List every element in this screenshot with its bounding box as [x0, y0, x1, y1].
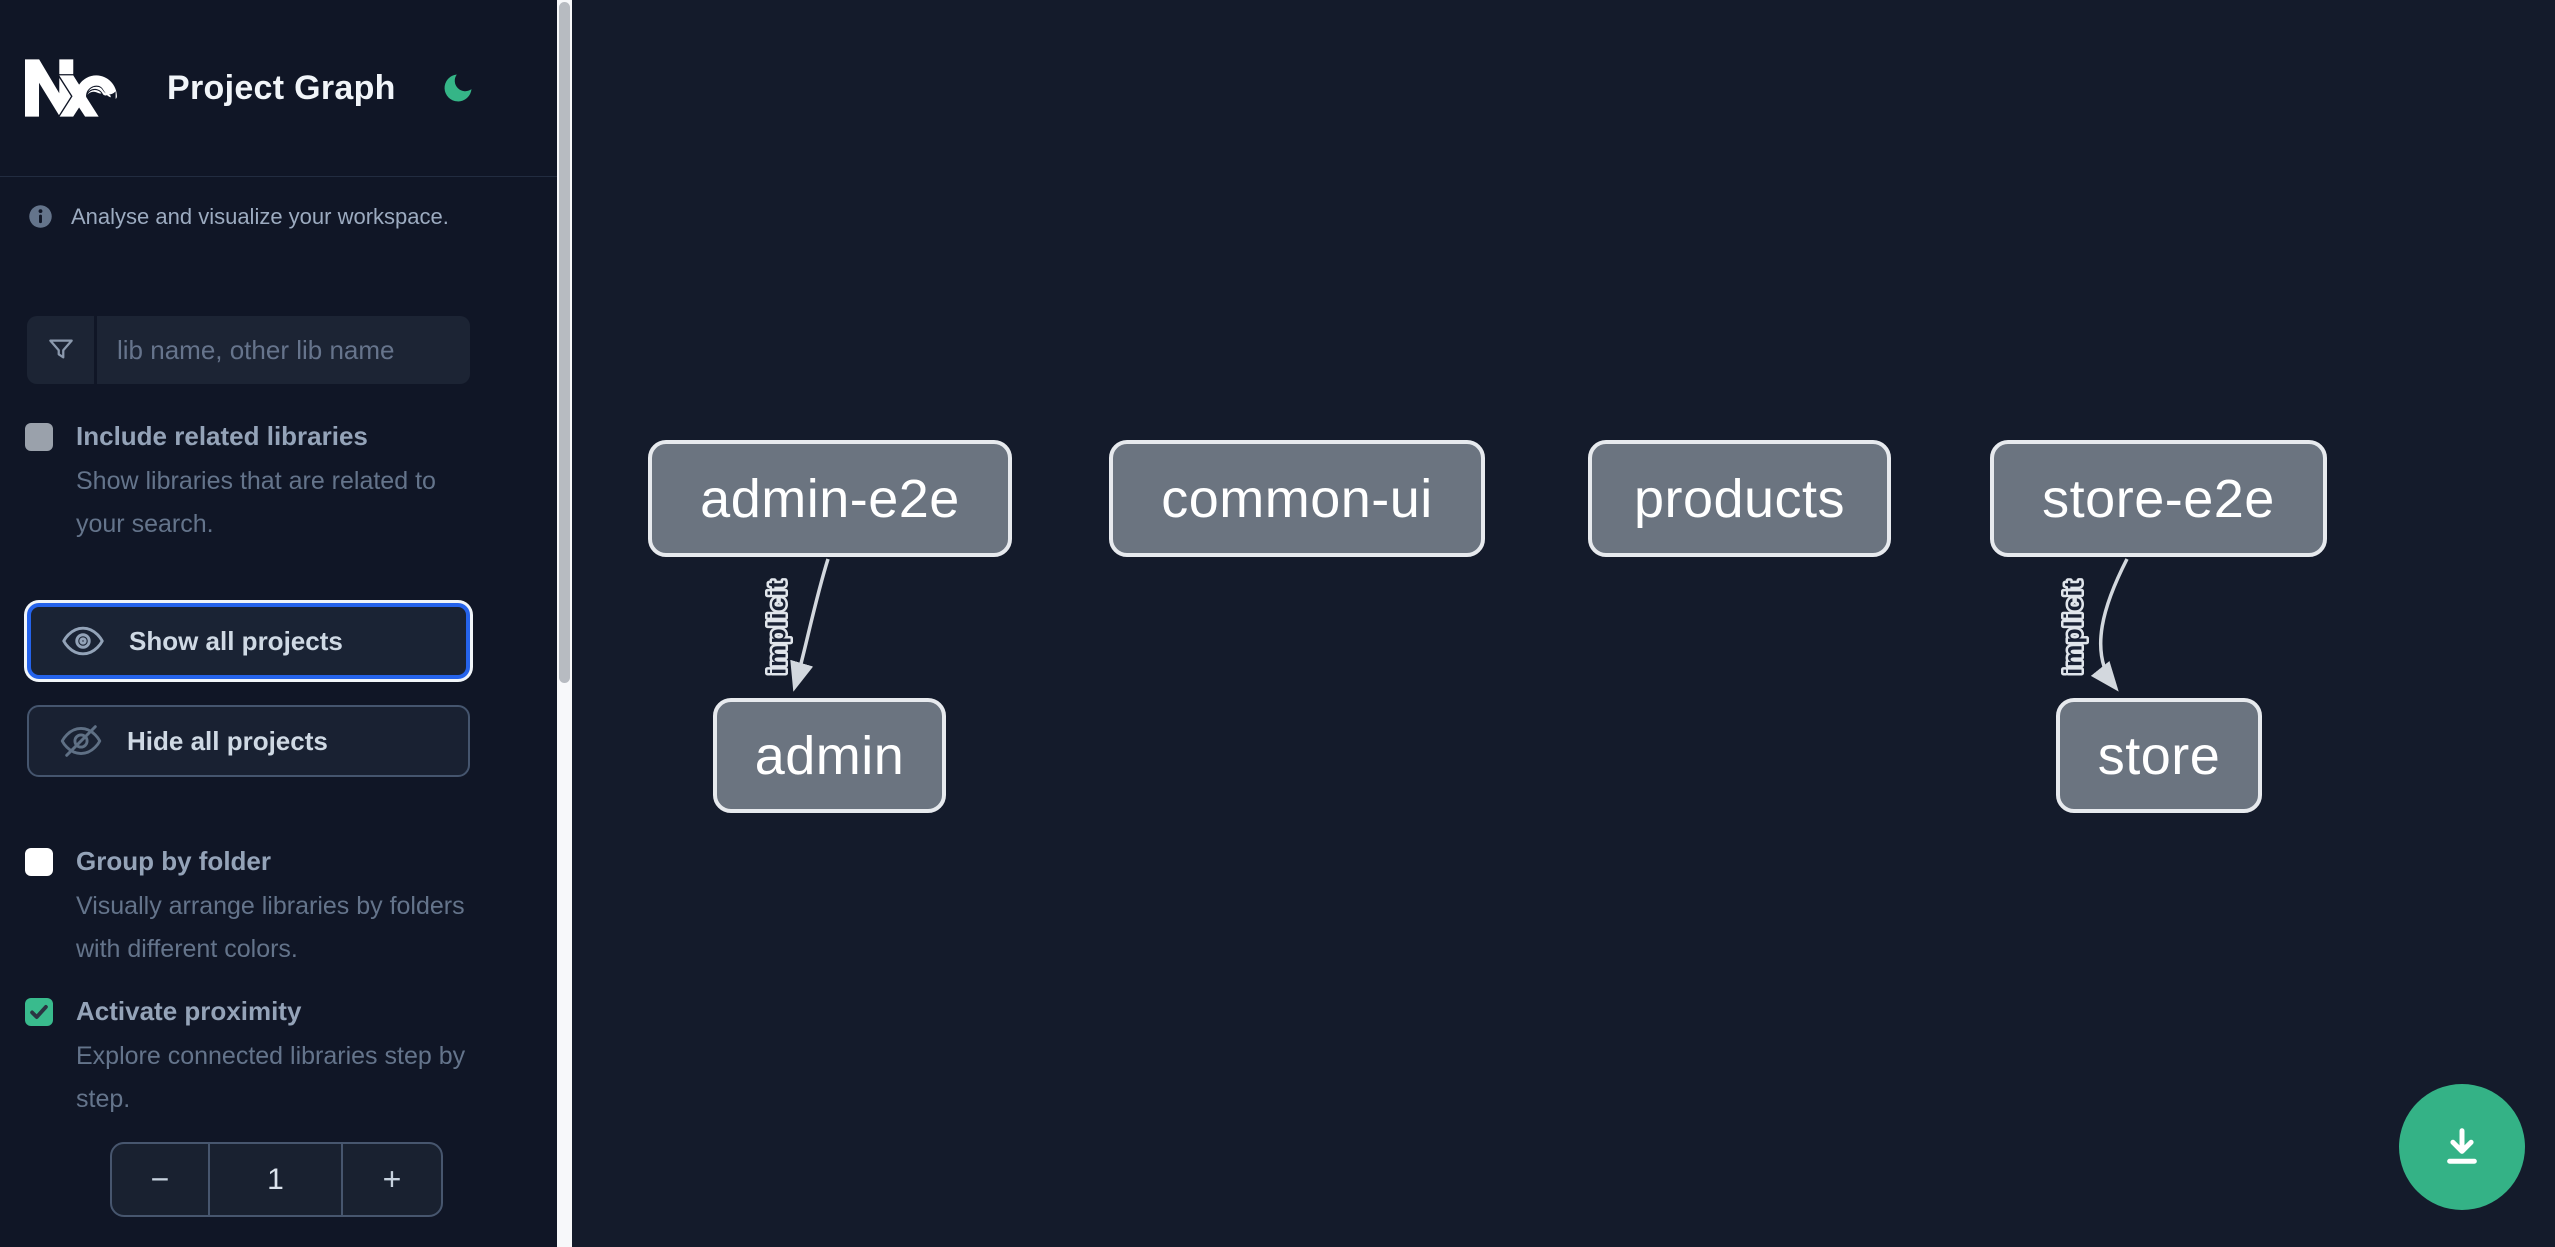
activate-proximity-checkbox[interactable]	[25, 998, 53, 1026]
dark-mode-moon-icon[interactable]	[440, 69, 476, 107]
node-common-ui[interactable]: common-ui	[1109, 440, 1485, 557]
download-icon	[2447, 1128, 2477, 1164]
checkmark-icon	[30, 1005, 48, 1019]
include-related-label: Include related libraries	[76, 421, 368, 451]
edge-admin-e2e-to-admin[interactable]	[790, 558, 830, 692]
node-products[interactable]: products	[1588, 440, 1891, 557]
intro-row: Analyse and visualize your workspace.	[27, 203, 517, 230]
edge-label-implicit[interactable]: implicit	[761, 577, 794, 678]
proximity-increment-button[interactable]: +	[343, 1144, 441, 1215]
filter-input[interactable]	[97, 316, 470, 384]
sidebar-scrollbar-thumb[interactable]	[559, 2, 570, 683]
funnel-filter-icon	[48, 339, 73, 359]
activate-proximity-description: Explore connected libraries step by step…	[76, 1042, 466, 1113]
hide-all-projects-button[interactable]: Hide all projects	[27, 705, 470, 777]
edges-layer: implicit implicit	[761, 558, 2129, 692]
page-title: Project Graph	[167, 68, 396, 107]
sidebar: Project Graph Analyse and visualize your…	[0, 0, 557, 1247]
proximity-stepper: − 1 +	[110, 1142, 443, 1217]
show-all-projects-label: Show all projects	[129, 625, 343, 656]
download-graph-button[interactable]	[2399, 1084, 2525, 1210]
sidebar-header: Project Graph	[0, 0, 557, 177]
filter-box	[27, 316, 470, 384]
node-admin-e2e[interactable]: admin-e2e	[648, 440, 1012, 557]
graph-canvas[interactable]: implicit implicit admin-e2e common-ui pr…	[557, 0, 2555, 1247]
intro-text: Analyse and visualize your workspace.	[71, 203, 449, 229]
group-by-folder-description: Visually arrange libraries by folders wi…	[76, 892, 465, 963]
eye-icon	[62, 626, 104, 656]
group-by-folder-checkbox[interactable]	[25, 848, 53, 876]
edge-label-implicit[interactable]: implicit	[2057, 577, 2090, 678]
node-admin[interactable]: admin	[713, 698, 946, 813]
sidebar-scrollbar-track[interactable]	[557, 0, 572, 1247]
node-store-e2e[interactable]: store-e2e	[1990, 440, 2327, 557]
include-related-description: Show libraries that are related to your …	[76, 467, 436, 538]
filter-icon-cell	[27, 316, 97, 384]
info-icon	[29, 205, 52, 228]
include-related-checkbox[interactable]	[25, 423, 53, 451]
show-all-projects-button[interactable]: Show all projects	[27, 603, 470, 679]
activate-proximity-label: Activate proximity	[76, 996, 302, 1026]
edge-store-e2e-to-store[interactable]	[2090, 558, 2129, 692]
hide-all-projects-label: Hide all projects	[127, 725, 328, 756]
eye-off-icon	[60, 725, 102, 757]
nx-logo-icon	[25, 59, 117, 117]
group-by-folder-block: Group by folder Visually arrange librari…	[25, 845, 478, 971]
group-by-folder-label: Group by folder	[76, 846, 271, 876]
include-related-block: Include related libraries Show libraries…	[25, 420, 478, 546]
node-store[interactable]: store	[2056, 698, 2262, 813]
proximity-decrement-button[interactable]: −	[112, 1144, 208, 1215]
activate-proximity-block: Activate proximity Explore connected lib…	[25, 995, 478, 1121]
proximity-value: 1	[208, 1144, 343, 1215]
